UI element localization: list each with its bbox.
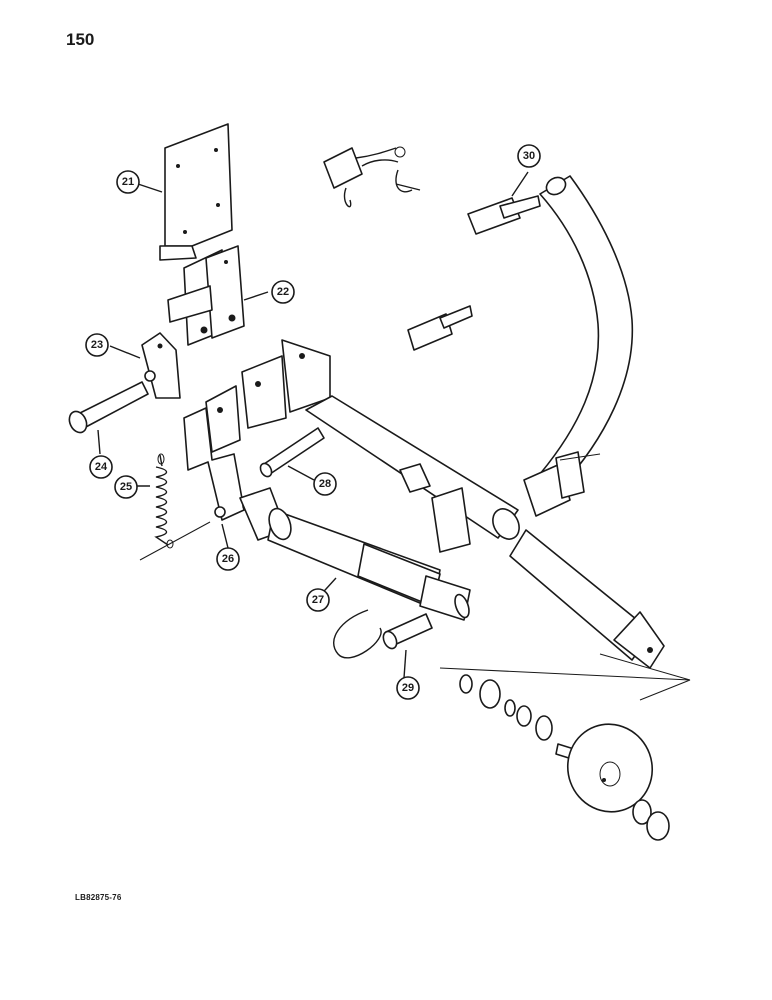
callout-26: 26 bbox=[216, 547, 240, 571]
link-bracket-part bbox=[183, 385, 254, 521]
callout-29: 29 bbox=[396, 676, 420, 700]
callout-25: 25 bbox=[114, 475, 138, 499]
handle-arm-part bbox=[523, 175, 634, 517]
callout-24: 24 bbox=[89, 455, 113, 479]
bracket-part bbox=[167, 245, 245, 346]
spring-part bbox=[154, 453, 174, 549]
callout-27: 27 bbox=[306, 588, 330, 612]
callout-23: 23 bbox=[85, 333, 109, 357]
lower-tube-part bbox=[509, 529, 665, 669]
plate-part bbox=[141, 332, 181, 399]
callout-21-label: 21 bbox=[122, 176, 134, 188]
mounting-plate-part bbox=[159, 123, 233, 261]
callout-26-label: 26 bbox=[222, 553, 234, 565]
callout-28: 28 bbox=[313, 472, 337, 496]
callout-24-label: 24 bbox=[95, 461, 108, 473]
callout-23-label: 23 bbox=[91, 339, 103, 351]
pin-part-28 bbox=[259, 427, 325, 478]
chain-part bbox=[323, 146, 413, 208]
disc-hardware-part bbox=[459, 674, 670, 841]
callout-30-label: 30 bbox=[523, 150, 535, 162]
leader-lines bbox=[97, 171, 691, 701]
hinge-part bbox=[467, 195, 541, 235]
callout-22-label: 22 bbox=[277, 286, 289, 298]
callout-22: 22 bbox=[271, 280, 295, 304]
drawing-code: LB82875-76 bbox=[75, 893, 122, 902]
callout-29-label: 29 bbox=[402, 682, 414, 694]
pin-part-24 bbox=[68, 381, 149, 434]
pin-part-29 bbox=[333, 609, 433, 659]
main-frame-part bbox=[241, 339, 520, 553]
callout-30: 30 bbox=[517, 144, 541, 168]
callout-28-label: 28 bbox=[319, 478, 331, 490]
small-hinge-part bbox=[407, 305, 473, 351]
page-number: 150 bbox=[66, 30, 95, 49]
callout-27-label: 27 bbox=[312, 594, 324, 606]
callout-25-label: 25 bbox=[120, 481, 132, 493]
cylinder-part bbox=[239, 487, 471, 621]
callout-21: 21 bbox=[116, 170, 140, 194]
